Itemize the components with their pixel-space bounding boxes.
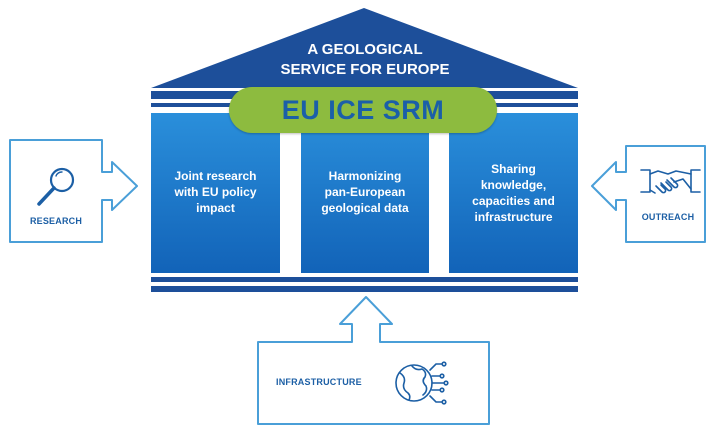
roof-title-line1: A GEOLOGICAL	[307, 41, 423, 58]
pillar-left	[151, 113, 280, 273]
roof-title: A GEOLOGICAL SERVICE FOR EUROPE	[150, 40, 580, 80]
pillar-middle-text: Harmonizing pan-European geological data	[321, 169, 409, 215]
base-bar-thin	[151, 277, 578, 282]
roof	[151, 8, 578, 88]
pillar-left-text: Joint research with EU policy impact	[174, 169, 257, 215]
research-box	[9, 139, 138, 243]
infrastructure-label: INFRASTRUCTURE	[276, 377, 362, 387]
outreach-box	[591, 145, 706, 243]
pillar-middle	[301, 113, 429, 273]
roof-title-line2: SERVICE FOR EUROPE	[280, 61, 450, 78]
badge-label: EU ICE SRM	[281, 94, 445, 125]
base-bar	[151, 286, 578, 292]
eu-ice-srm-badge: EU ICE SRM	[229, 87, 497, 133]
handshake-icon	[640, 169, 701, 194]
infrastructure-box	[257, 296, 490, 425]
outreach-label: OUTREACH	[641, 212, 695, 222]
pillar-right-text: Sharing knowledge, capacities and infras…	[472, 162, 555, 224]
research-label: RESEARCH	[29, 216, 83, 226]
magnifier-icon	[37, 167, 75, 206]
pillar-right	[449, 113, 578, 273]
globe-network-icon	[395, 361, 449, 405]
